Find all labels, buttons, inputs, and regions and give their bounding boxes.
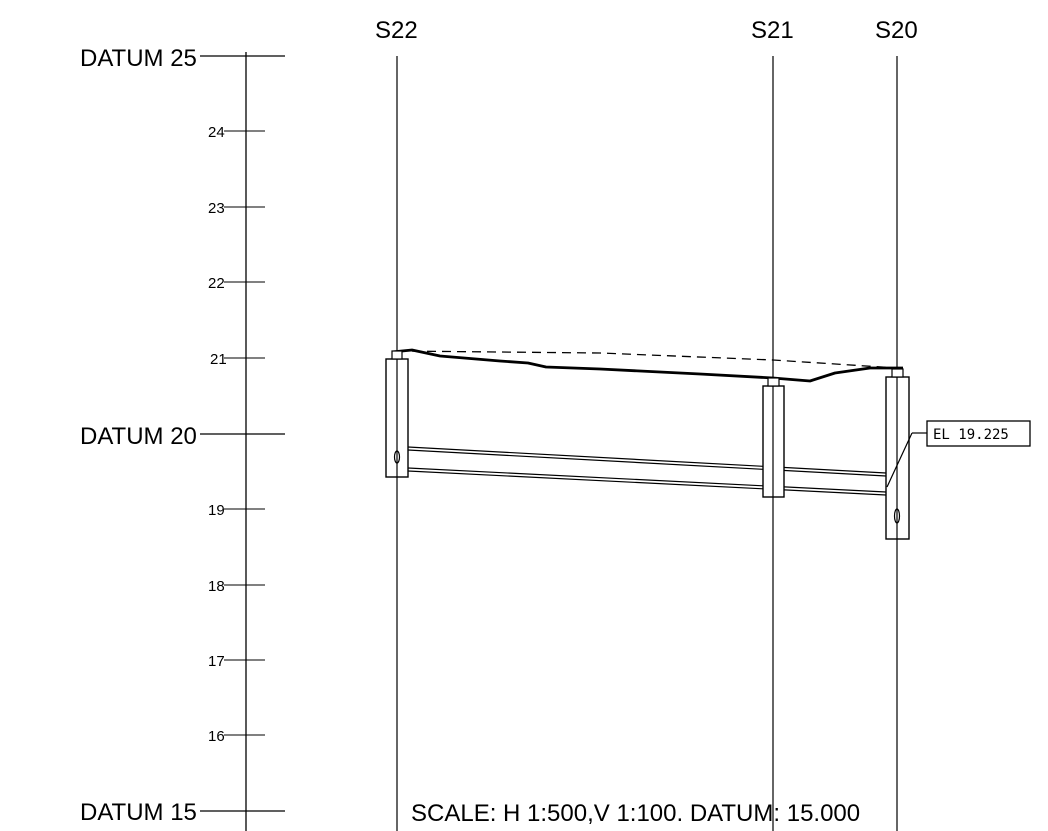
manhole-s22-invert: [393, 450, 401, 464]
elevation-label: EL 19.225: [933, 427, 1009, 443]
tick-24-label: 24: [208, 124, 225, 141]
existing-ground-dashed-line: [396, 350, 898, 369]
manhole-s21: [762, 377, 785, 498]
pipe-bottom-line-inner: [407, 470, 887, 496]
pipe-top-line-inner: [407, 449, 887, 477]
manhole-s20: [885, 368, 910, 540]
elevation-label-box: [926, 420, 1031, 447]
level-ticks: 24 23 22 21 19 18 17 16: [208, 124, 265, 745]
datum-15-label: DATUM 15: [80, 799, 197, 826]
elevation-callout: EL 19.225: [886, 420, 1031, 488]
datum-20-label: DATUM 20: [80, 423, 197, 450]
station-s22-label: S22: [375, 17, 418, 44]
tick-16-label: 16: [208, 728, 225, 745]
manhole-s21-cover: [767, 377, 780, 387]
scale-note: SCALE: H 1:500,V 1:100. DATUM: 15.000: [411, 800, 860, 827]
tick-18-label: 18: [208, 578, 225, 595]
pipe-bottom-line: [407, 467, 887, 493]
tick-22-label: 22: [208, 275, 225, 292]
manhole-s20-invert: [893, 508, 901, 524]
station-s21-label: S21: [751, 17, 794, 44]
pipe-run: [407, 446, 887, 496]
tick-17-label: 17: [208, 653, 225, 670]
datum-25-label: DATUM 25: [80, 45, 197, 72]
manhole-s20-cover: [891, 368, 904, 378]
manhole-s22-cover: [391, 350, 403, 360]
elevation-leader-line: [886, 432, 913, 488]
ground-profile-line: [391, 348, 903, 383]
tick-23-label: 23: [208, 200, 225, 217]
manhole-s22: [385, 350, 409, 478]
pipe-top-line: [407, 446, 887, 474]
tick-21-label: 21: [210, 351, 227, 368]
station-s20-label: S20: [875, 17, 918, 44]
tick-19-label: 19: [208, 502, 225, 519]
